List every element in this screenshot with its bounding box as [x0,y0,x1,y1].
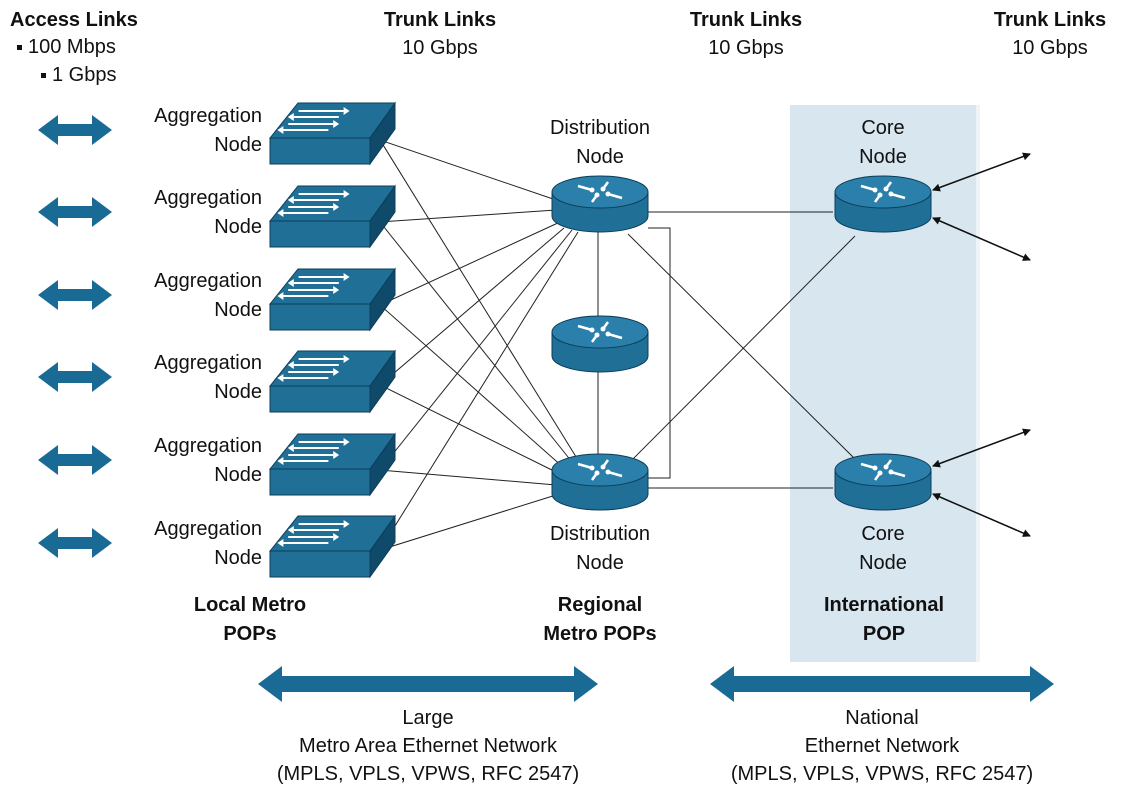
aggregation-node-label: Aggregation [154,352,262,374]
access-link-double-arrow [38,528,112,558]
trunk-links-speed-2: 10 Gbps [708,37,784,59]
access-link-double-arrow [38,362,112,392]
national-network-label: National [845,707,919,729]
aggregation-node-label: Aggregation [154,270,262,292]
core-uplinks [932,152,1031,537]
aggregation-switch-icon [268,432,396,497]
international-pop-panel-edge [976,105,980,662]
core-node-bottom-label: Node [859,552,907,574]
regional-metro-pops-label: Metro POPs [543,623,657,645]
access-bullet-2: 1 Gbps [52,64,117,86]
trunk-links-speed-1: 10 Gbps [402,37,478,59]
access-link-double-arrow [38,197,112,227]
core-node-top-label: Node [859,146,907,168]
core-router-bottom-icon [834,453,932,511]
aggregation-node-label: Aggregation [154,518,262,540]
bullet-marker [41,73,46,78]
aggregation-node-label: Aggregation [154,105,262,127]
aggregation-switch-icon [268,267,396,332]
distribution-node-bottom-label: Distribution [549,523,651,545]
international-pop-label: International [823,594,944,616]
metro-network-label: Metro Area Ethernet Network [299,735,557,757]
aggregation-switch-icon [268,514,396,579]
aggregation-node-label: Node [214,299,262,321]
distribution-node-top-label: Distribution [549,117,651,139]
metro-network-label: Large [402,707,454,729]
local-metro-pops-label: POPs [223,623,277,645]
aggregation-node-label: Aggregation [154,187,262,209]
access-link-arrows [38,115,112,558]
aggregation-node-label: Node [214,381,262,403]
distribution-node-top-label: Node [576,146,624,168]
metro-network-label: (MPLS, VPLS, VPWS, RFC 2547) [276,763,580,785]
access-link-double-arrow [38,115,112,145]
distribution-router-bottom-icon [551,453,649,511]
distribution-node-bottom-label: Node [576,552,624,574]
national-network-label: Ethernet Network [804,735,960,757]
international-pop-label: POP [862,623,906,645]
core-node-top-label: Core [861,117,905,139]
trunk-links-title-1: Trunk Links [383,9,497,31]
bullet-marker [17,45,22,50]
trunk-links-title-2: Trunk Links [689,9,803,31]
distribution-router-middle-icon [551,315,649,373]
local-metro-pops-label: Local Metro [193,594,307,616]
national-network-span-arrow [710,666,1054,702]
aggregation-switch-icon [268,101,396,166]
aggregation-switch-icon [268,184,396,249]
trunk-connections [379,139,857,551]
core-node-bottom-label: Core [861,523,905,545]
metro-network-span-arrow [258,666,598,702]
routers [551,175,932,511]
access-link-double-arrow [38,280,112,310]
aggregation-node-label: Node [214,216,262,238]
access-links-title: Access Links [10,9,138,31]
access-link-double-arrow [38,445,112,475]
aggregation-node-label: Node [214,134,262,156]
aggregation-node-label: Node [214,547,262,569]
regional-metro-pops-label: Regional [557,594,643,616]
trunk-links-title-3: Trunk Links [993,9,1107,31]
aggregation-node-label: Node [214,464,262,486]
access-bullet-1: 100 Mbps [28,36,116,58]
aggregation-node-label: Aggregation [154,435,262,457]
core-router-top-icon [834,175,932,233]
national-network-label: (MPLS, VPLS, VPWS, RFC 2547) [730,763,1034,785]
trunk-links-speed-3: 10 Gbps [1012,37,1088,59]
aggregation-switches [268,101,396,579]
distribution-router-top-icon [551,175,649,233]
aggregation-switch-icon [268,349,396,414]
